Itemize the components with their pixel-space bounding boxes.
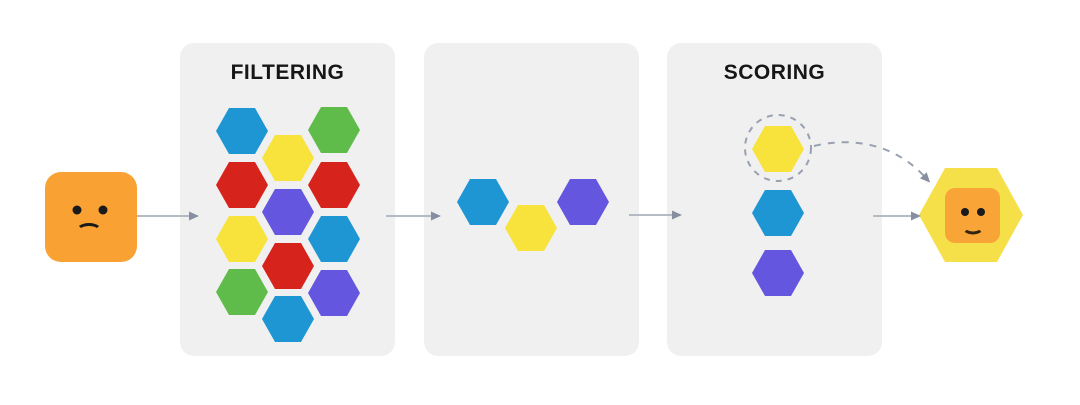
user-avatar	[45, 172, 137, 262]
panel-title-scoring: SCORING	[723, 61, 826, 84]
right-eye-icon	[98, 205, 108, 215]
result-hexagon	[919, 168, 1023, 262]
blue-hexagon	[752, 190, 804, 236]
purple-hexagon	[557, 179, 609, 225]
purple-hexagon	[752, 250, 804, 296]
result-avatar	[945, 188, 1000, 243]
yellow-hexagon	[505, 205, 557, 251]
smile-mouth-icon	[962, 220, 984, 235]
right-eye-icon	[977, 208, 985, 216]
left-eye-icon	[961, 208, 969, 216]
panel-title-filtering: FILTERING	[230, 61, 345, 84]
frown-mouth-icon	[76, 223, 102, 239]
left-eye-icon	[72, 205, 82, 215]
